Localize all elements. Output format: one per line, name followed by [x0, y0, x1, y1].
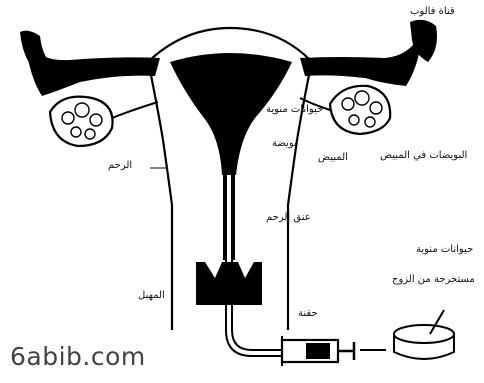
label-follicles: البويضات في المبيض	[380, 150, 467, 161]
cervix-block	[196, 262, 262, 305]
label-ovary: المبيض	[318, 152, 348, 163]
right-ovary	[330, 86, 390, 134]
left-ovarian-ligament	[112, 102, 158, 118]
label-collected-sperm-line1: حيوانات منوية	[416, 244, 473, 255]
label-cervix: عنق الرحم	[266, 212, 311, 223]
site-watermark: 6abib.com	[10, 342, 146, 371]
label-syringe: حقنة	[298, 308, 318, 319]
sperm-collection-dish	[394, 310, 454, 359]
label-fallopian-tube: قناة فالوب	[410, 6, 455, 17]
label-vagina: المهبل	[138, 290, 165, 301]
syringe	[282, 336, 354, 366]
left-fallopian-tube	[25, 42, 160, 96]
left-ovary	[50, 97, 113, 146]
label-collected-sperm-line2: مستخرجة من الزوج	[392, 274, 475, 285]
right-fallopian-tube	[300, 32, 422, 86]
label-egg: بويضة	[272, 138, 297, 149]
label-uterus: الرحم	[108, 160, 132, 171]
left-tube-fimbriae	[20, 31, 50, 69]
label-sperm: حيوانات منوية	[266, 104, 323, 115]
